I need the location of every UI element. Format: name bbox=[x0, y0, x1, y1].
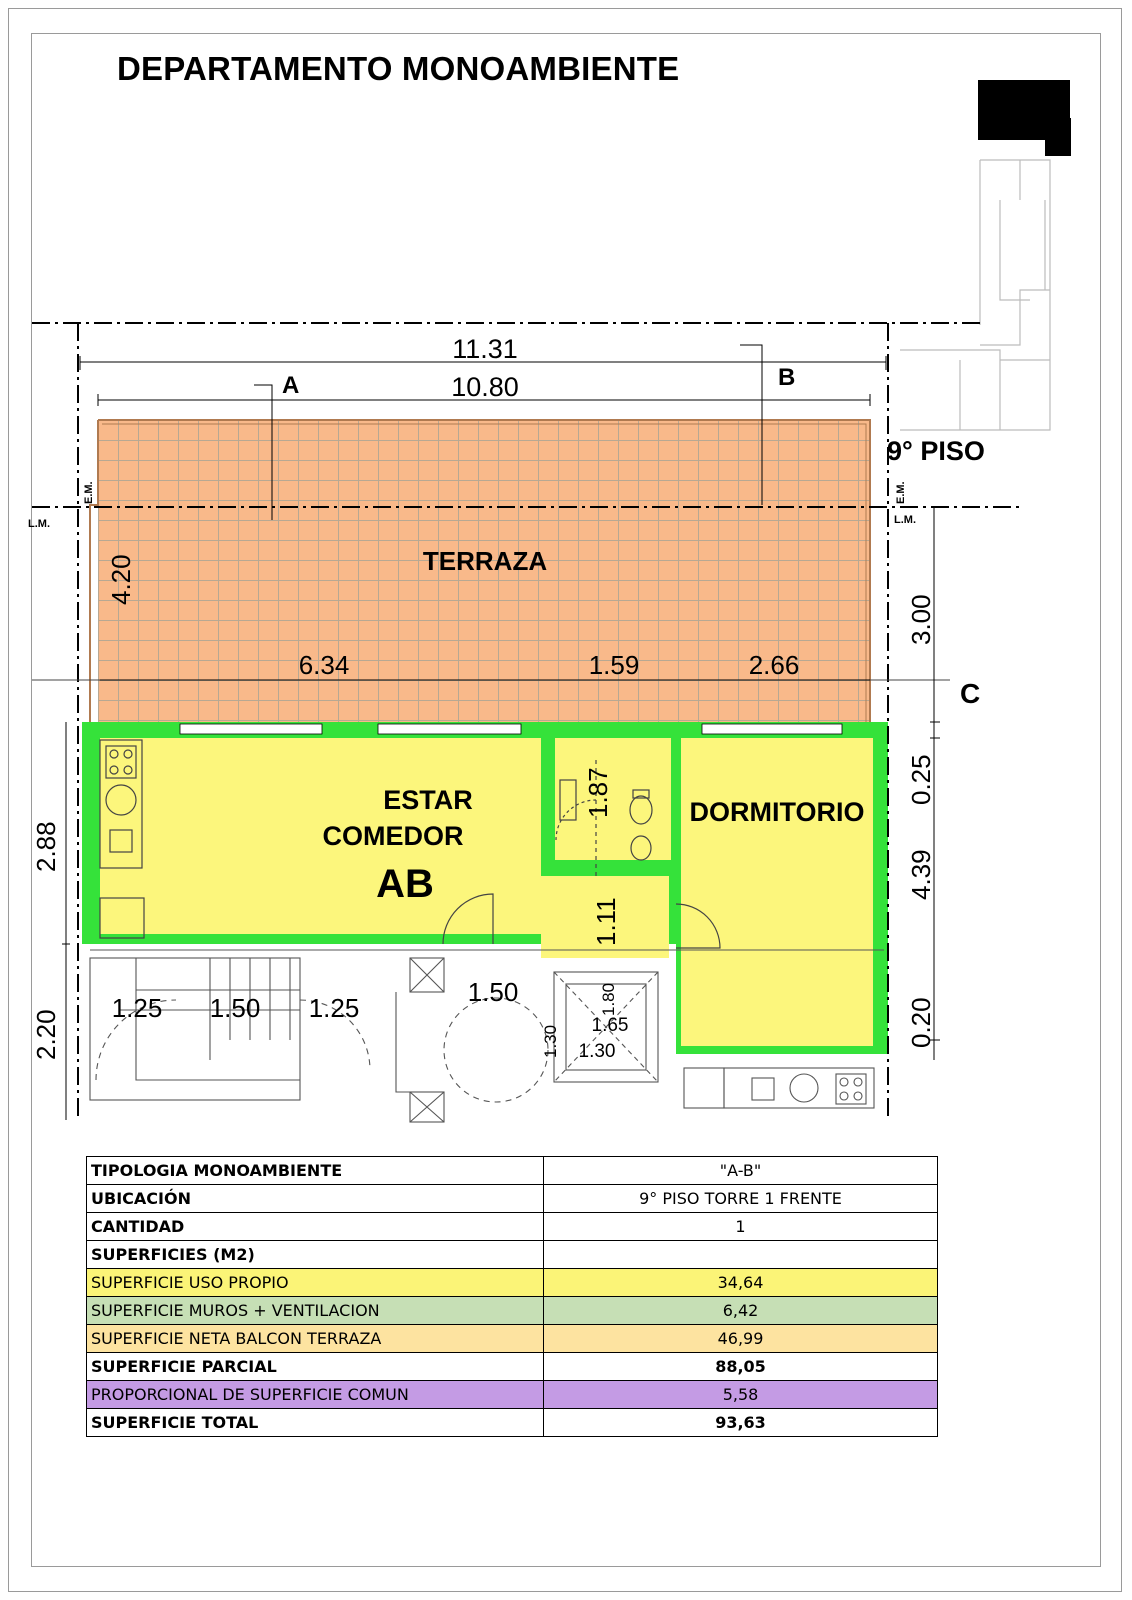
dim-shaft-b: 1.30 bbox=[579, 1041, 616, 1062]
row-value: 93,63 bbox=[543, 1408, 938, 1437]
room-terraza: TERRAZA bbox=[423, 546, 547, 576]
outer-frame bbox=[8, 8, 1122, 1592]
table-row: UBICACIÓN 9° PISO TORRE 1 FRENTE bbox=[86, 1184, 938, 1213]
lm-label-right: L.M. bbox=[894, 514, 916, 526]
dim-lobby: 1.50 bbox=[468, 977, 519, 1007]
row-value: "A-B" bbox=[543, 1156, 938, 1185]
dim-seg-1: 6.34 bbox=[299, 650, 350, 680]
row-label: SUPERFICIE NETA BALCON TERRAZA bbox=[86, 1324, 544, 1353]
table-row: SUPERFICIE USO PROPIO 34,64 bbox=[86, 1268, 938, 1297]
row-label: TIPOLOGIA MONOAMBIENTE bbox=[86, 1156, 544, 1185]
dim-seg-2: 1.59 bbox=[589, 650, 640, 680]
section-mark-b: B bbox=[778, 364, 795, 391]
dim-stair-2: 1.50 bbox=[210, 993, 261, 1023]
table-row: SUPERFICIE PARCIAL 88,05 bbox=[86, 1352, 938, 1381]
dim-hall-height: 1.11 bbox=[591, 897, 621, 946]
shaft bbox=[553, 971, 659, 1083]
table-row: SUPERFICIE NETA BALCON TERRAZA 46,99 bbox=[86, 1324, 938, 1353]
stairs bbox=[89, 957, 549, 1123]
floor-plan: 11.31 10.80 A B C 9° PISO L.M. L.M. E.M.… bbox=[28, 80, 1071, 1123]
key-plan bbox=[900, 80, 1071, 431]
hall-area bbox=[541, 876, 669, 958]
row-value: 1 bbox=[543, 1212, 938, 1241]
bathroom-area bbox=[555, 738, 671, 860]
dim-left-upper: 2.88 bbox=[31, 821, 61, 872]
row-label: UBICACIÓN bbox=[86, 1184, 544, 1213]
section-mark-a: A bbox=[282, 372, 299, 399]
row-value bbox=[543, 1240, 938, 1269]
room-estar: ESTAR bbox=[383, 785, 473, 815]
row-value: 9° PISO TORRE 1 FRENTE bbox=[543, 1184, 938, 1213]
floor-label: 9° PISO bbox=[887, 436, 985, 466]
row-label: CANTIDAD bbox=[86, 1212, 544, 1241]
row-value: 46,99 bbox=[543, 1324, 938, 1353]
dimension-lines bbox=[62, 344, 940, 1120]
dim-terrace-width: 10.80 bbox=[451, 372, 519, 402]
dim-shaft-v: 1.80 bbox=[599, 983, 618, 1016]
specs-table: TIPOLOGIA MONOAMBIENTE "A-B" UBICACIÓN 9… bbox=[86, 1156, 938, 1437]
table-row: SUPERFICIE TOTAL 93,63 bbox=[86, 1408, 938, 1437]
dim-right-bottom: 0.20 bbox=[906, 997, 936, 1048]
dim-right-wall: 0.25 bbox=[906, 754, 936, 805]
estar-comedor-area bbox=[100, 738, 541, 934]
table-row: TIPOLOGIA MONOAMBIENTE "A-B" bbox=[86, 1156, 938, 1185]
row-value: 6,42 bbox=[543, 1296, 938, 1325]
em-label-left: E.M. bbox=[83, 481, 95, 504]
section-mark-c: C bbox=[960, 678, 980, 709]
kitchen-right bbox=[683, 1067, 875, 1109]
row-label: SUPERFICIE PARCIAL bbox=[86, 1352, 544, 1381]
row-value: 34,64 bbox=[543, 1268, 938, 1297]
dim-terrace-depth: 4.20 bbox=[106, 554, 136, 605]
dim-right-depth: 3.00 bbox=[906, 594, 936, 645]
dim-shaft-a: 1.65 bbox=[592, 1015, 629, 1036]
terrace-area bbox=[98, 420, 870, 722]
dim-left-lower: 2.20 bbox=[31, 1009, 61, 1060]
dim-right-room: 4.39 bbox=[906, 849, 936, 900]
unit-label: AB bbox=[376, 862, 434, 906]
table-row: SUPERFICIE MUROS + VENTILACION 6,42 bbox=[86, 1296, 938, 1325]
row-label: SUPERFICIES (M2) bbox=[86, 1240, 544, 1269]
row-label: PROPORCIONAL DE SUPERFICIE COMUN bbox=[86, 1380, 544, 1409]
dormitorio-area bbox=[681, 738, 873, 1046]
dim-shaft-side: 1.30 bbox=[541, 1025, 560, 1058]
page-title: DEPARTAMENTO MONOAMBIENTE bbox=[117, 50, 680, 87]
row-label: SUPERFICIE USO PROPIO bbox=[86, 1268, 544, 1297]
dim-seg-3: 2.66 bbox=[749, 650, 800, 680]
doors bbox=[442, 893, 721, 949]
dim-stair-3: 1.25 bbox=[309, 993, 360, 1023]
room-dormitorio: DORMITORIO bbox=[690, 797, 865, 827]
dim-bath-height: 1.87 bbox=[583, 767, 613, 818]
row-value: 88,05 bbox=[543, 1352, 938, 1381]
row-value: 5,58 bbox=[543, 1380, 938, 1409]
table-row: SUPERFICIES (M2) bbox=[86, 1240, 938, 1269]
row-label: SUPERFICIE TOTAL bbox=[86, 1408, 544, 1437]
lm-label-left: L.M. bbox=[28, 518, 50, 530]
building-lines bbox=[32, 322, 1020, 1120]
table-row: CANTIDAD 1 bbox=[86, 1212, 938, 1241]
em-label-right: E.M. bbox=[895, 481, 907, 504]
room-comedor: COMEDOR bbox=[323, 821, 464, 851]
dim-total-width: 11.31 bbox=[452, 334, 518, 364]
row-label: SUPERFICIE MUROS + VENTILACION bbox=[86, 1296, 544, 1325]
table-row: PROPORCIONAL DE SUPERFICIE COMUN 5,58 bbox=[86, 1380, 938, 1409]
inner-frame bbox=[31, 33, 1101, 1567]
bathroom-fixtures bbox=[555, 760, 653, 880]
kitchen-left bbox=[99, 739, 145, 939]
dim-stair-1: 1.25 bbox=[112, 993, 163, 1023]
